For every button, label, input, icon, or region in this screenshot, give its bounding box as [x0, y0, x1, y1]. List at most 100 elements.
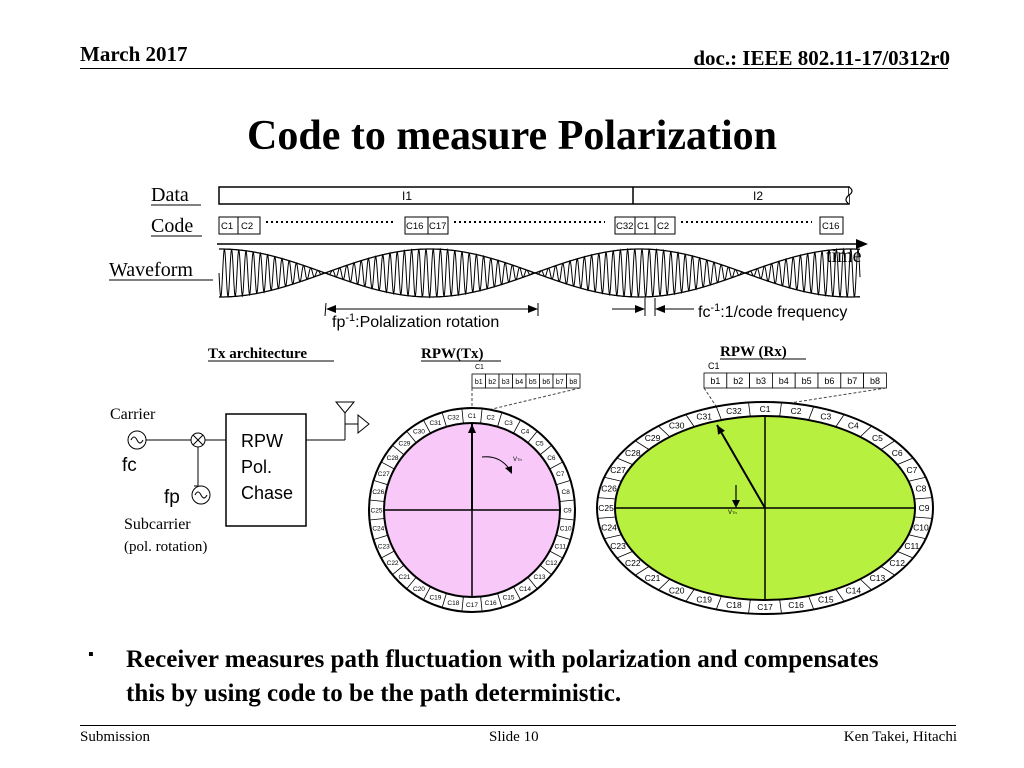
ring-segment-label: C3	[820, 412, 831, 422]
svg-text:fc-1:1/code frequency: fc-1:1/code frequency	[698, 302, 847, 321]
ring-segment-label: C12	[545, 560, 557, 567]
ring-segment-label: C18	[726, 600, 742, 610]
ring-segment-label: C26	[372, 489, 384, 496]
ring-segment-label: C19	[696, 594, 712, 604]
code-cell: C17	[429, 221, 446, 232]
ring-segment-label: C14	[846, 585, 862, 595]
bit-label: b6	[542, 379, 550, 386]
ring-segment-label: C27	[378, 471, 390, 478]
ring-segment-label: C1	[468, 413, 477, 420]
bit-label: b5	[802, 376, 812, 386]
ring-segment-label: C13	[534, 574, 546, 581]
ring-segment-label: C19	[429, 595, 441, 602]
ring-segment-label: C21	[645, 573, 661, 583]
ring-segment-label: C14	[519, 586, 531, 593]
code-row: C1 C2 C16 C17 C32 C1 C2 C16	[218, 216, 844, 235]
subcarrier-fp-label: fp	[164, 487, 180, 508]
ring-segment-label: C29	[645, 433, 661, 443]
bit-label: b7	[556, 379, 564, 386]
fc-symbol: fc	[698, 304, 710, 321]
bit-label: b4	[779, 376, 789, 386]
code-cell: C16	[822, 221, 839, 232]
carrier-label: Carrier	[110, 406, 156, 423]
code-cell: C32	[616, 221, 633, 232]
bit-label: b3	[756, 376, 766, 386]
rpw-rx-vector-sub: Th	[732, 510, 737, 515]
bullet-text: Receiver measures path fluctuation with …	[126, 646, 879, 707]
svg-text:VTh: VTh	[728, 510, 737, 516]
bit-cell	[566, 373, 581, 389]
ring-segment-label: C32	[447, 415, 459, 422]
ring-segment-label: C18	[447, 600, 459, 607]
ring-segment-label: C17	[466, 602, 478, 609]
block-line: Pol.	[241, 457, 272, 477]
fc-description: :1/code frequency	[720, 304, 847, 321]
ring-segment-label: C24	[372, 526, 384, 533]
ring-segment-label: C1	[760, 404, 771, 414]
rpw-rx-code-ref: C1	[708, 361, 720, 371]
ring-segment-label: C20	[669, 585, 685, 595]
rpw-tx-vector-sub: Th	[517, 457, 522, 462]
header-rule	[80, 68, 948, 69]
ring-segment-label: C15	[818, 594, 834, 604]
data-segment-i1: I1	[402, 189, 412, 203]
ring-segment-label: C2	[486, 415, 495, 422]
ring-segment-label: C27	[610, 465, 626, 475]
ring-segment-label: C3	[504, 420, 513, 427]
code-cell: C1	[637, 221, 649, 232]
rpw-tx-code-ref: C1	[475, 364, 484, 371]
ring-segment-label: C13	[870, 573, 886, 583]
antenna-icon	[334, 401, 370, 435]
ring-segment-label: C20	[413, 586, 425, 593]
code-cell: C2	[657, 221, 669, 232]
footer-author: Ken Takei, Hitachi	[843, 729, 957, 745]
data-bar: I1 I2	[218, 186, 853, 205]
ring-segment-label: C31	[696, 412, 712, 422]
bit-label: b3	[502, 379, 510, 386]
waveform	[218, 247, 861, 299]
ring-segment-label: C11	[555, 543, 567, 550]
ring-segment-label: C30	[413, 429, 425, 436]
rpw-rx-title: RPW (Rx)	[720, 344, 787, 360]
fp-description: :Polalization rotation	[355, 314, 499, 331]
bullet-marker: ▪	[88, 646, 94, 663]
ring-segment-label: C29	[399, 440, 411, 447]
ring-segment-label: C24	[601, 522, 617, 532]
ring-segment-label: C25	[598, 503, 614, 513]
fp-period-annotation: fp-1:Polalization rotation	[324, 302, 539, 331]
ring-segment-label: C23	[378, 543, 390, 550]
data-segment-i2: I2	[753, 189, 763, 203]
ring-segment-label: C22	[387, 560, 399, 567]
ring-segment-label: C6	[547, 455, 556, 462]
ring-segment-label: C2	[791, 406, 802, 416]
ring-segment-label: C10	[913, 522, 929, 532]
ring-segment-label: C4	[521, 429, 530, 436]
ring-segment-label: C8	[562, 489, 571, 496]
ring-segment-label: C9	[919, 503, 930, 513]
ring-segment-label: C32	[726, 406, 742, 416]
slide-title: Code to measure Polarization	[247, 113, 777, 159]
ring-segment-label: C16	[485, 600, 497, 607]
ring-segment-label: C28	[387, 455, 399, 462]
code-cell: C2	[241, 221, 253, 232]
footer-rule	[80, 725, 956, 726]
ring-segment-label: C7	[556, 471, 565, 478]
ring-segment-label: C22	[625, 558, 641, 568]
rpw-tx-title: RPW(Tx)	[421, 346, 484, 362]
ring-segment-label: C23	[610, 541, 626, 551]
subcarrier-note: (pol. rotation)	[124, 539, 207, 555]
bit-label: b8	[870, 376, 880, 386]
header-date: March 2017	[80, 42, 188, 66]
tx-architecture-title: Tx architecture	[208, 346, 307, 362]
waveform-row-label: Waveform	[109, 259, 193, 281]
ring-segment-label: C5	[872, 433, 883, 443]
bit-label: b2	[733, 376, 743, 386]
ring-segment-label: C10	[560, 526, 572, 533]
ring-segment-label: C12	[889, 558, 905, 568]
ring-segment-label: C21	[399, 574, 411, 581]
